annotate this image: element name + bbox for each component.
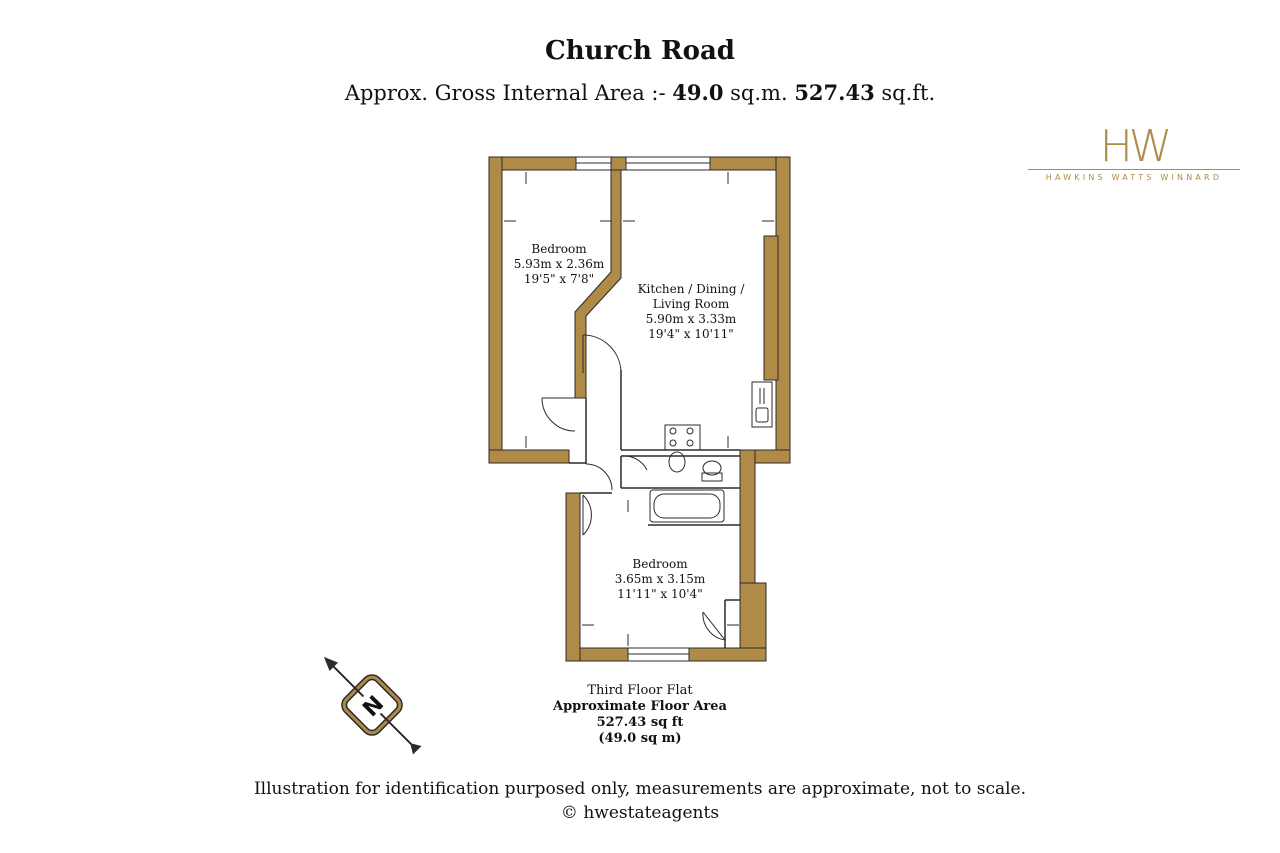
copyright: © hwestateagents xyxy=(560,803,720,823)
area-sqft-value: 527.43 xyxy=(794,80,875,105)
toilet xyxy=(702,460,722,476)
room-name: Bedroom xyxy=(531,242,587,256)
room-label-bedroom-2: Bedroom 3.65m x 3.15m 11'11" x 10'4" xyxy=(590,557,730,602)
area-sqm-unit: sq.m. xyxy=(730,81,788,105)
door-swing xyxy=(582,494,592,536)
room-imperial: 19'5" x 7'8" xyxy=(523,272,595,286)
room-imperial: 19'4" x 10'11" xyxy=(648,327,734,341)
logo-mark: HW xyxy=(1099,121,1173,172)
wall-segment xyxy=(565,492,581,662)
floor-name: Third Floor Flat xyxy=(587,683,693,698)
bath xyxy=(649,489,725,523)
floor-area-heading: Approximate Floor Area xyxy=(553,699,727,714)
floor-area-sqm: (49.0 sq m) xyxy=(598,731,682,746)
area-subtitle: Approx. Gross Internal Area :- 49.0 sq.m… xyxy=(0,80,1280,105)
kitchen-sink xyxy=(751,381,773,428)
door-swing xyxy=(702,611,726,641)
wall-segment xyxy=(610,156,627,171)
door-swing xyxy=(585,463,613,491)
wall-segment xyxy=(739,449,756,586)
brand-logo: HW HAWKINS WATTS WINNARD xyxy=(1028,125,1240,185)
room-metric: 3.65m x 3.15m xyxy=(614,572,706,586)
area-prefix: Approx. Gross Internal Area :- xyxy=(344,81,666,105)
door-swing xyxy=(582,334,622,374)
basin xyxy=(668,451,686,473)
floor-area-sqft: 527.43 sq ft xyxy=(596,715,684,730)
wall-segment xyxy=(488,156,503,464)
wall-segment xyxy=(688,647,767,662)
room-label-bedroom-1: Bedroom 5.93m x 2.36m 19'5" x 7'8" xyxy=(500,242,618,287)
logo-divider xyxy=(1028,169,1240,170)
logo-text: HAWKINS WATTS WINNARD xyxy=(1045,173,1223,182)
disclaimer: Illustration for identification purposed… xyxy=(253,779,1027,799)
room-metric: 5.93m x 2.36m xyxy=(513,257,605,271)
floor-summary: Third Floor Flat Approximate Floor Area … xyxy=(540,683,740,747)
hob xyxy=(664,424,701,451)
room-name-line2: Living Room xyxy=(652,297,730,311)
room-label-kitchen: Kitchen / Dining / Living Room 5.90m x 3… xyxy=(620,282,762,342)
door-swing xyxy=(541,397,576,432)
room-name: Bedroom xyxy=(632,557,688,571)
area-sqft-unit: sq.ft. xyxy=(881,81,936,105)
room-name-line1: Kitchen / Dining / xyxy=(637,282,745,296)
door-swing xyxy=(620,455,648,471)
wall-segment xyxy=(763,235,779,381)
wall-segment xyxy=(488,449,570,464)
area-sqm-value: 49.0 xyxy=(672,80,724,105)
page-title: Church Road xyxy=(545,36,735,66)
room-imperial: 11'11" x 10'4" xyxy=(617,587,703,601)
room-metric: 5.90m x 3.33m xyxy=(645,312,737,326)
